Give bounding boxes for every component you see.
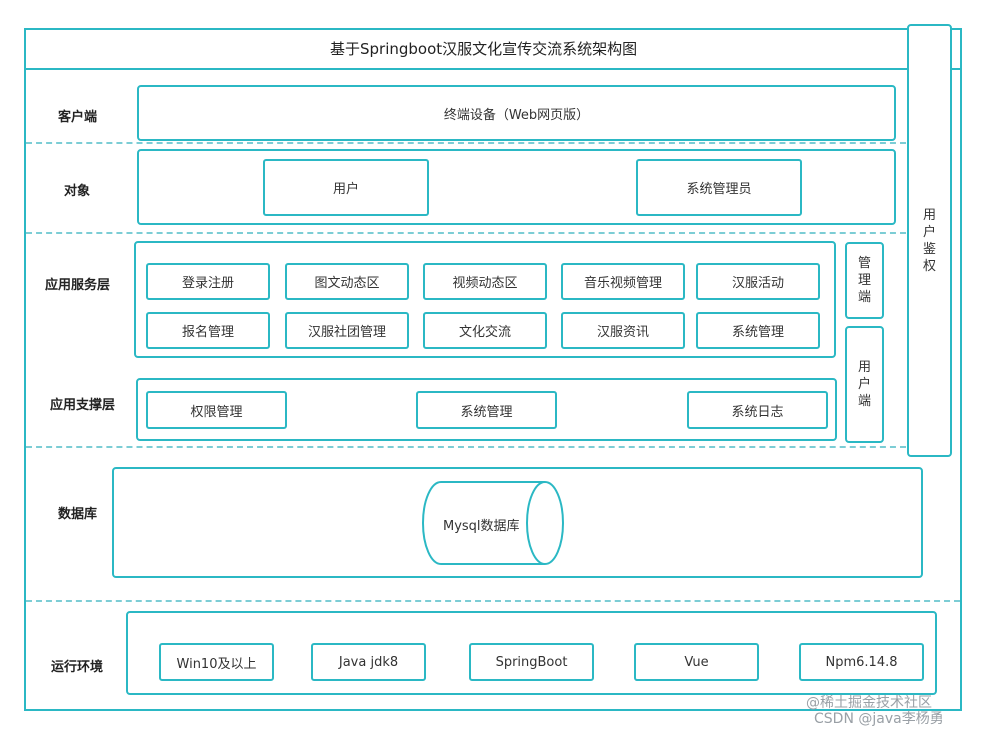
service-item: 汉服资讯 <box>561 312 685 349</box>
client-device-box: 终端设备（Web网页版） <box>137 85 896 141</box>
service-item: 登录注册 <box>146 263 270 300</box>
service-item: 报名管理 <box>146 312 270 349</box>
user-end-char: 端 <box>857 394 871 409</box>
object-admin: 系统管理员 <box>636 159 802 216</box>
service-item: 音乐视频管理 <box>561 263 685 300</box>
env-item: Vue <box>634 643 759 681</box>
auth-char: 用 <box>922 207 936 223</box>
service-item: 文化交流 <box>423 312 547 349</box>
auth-char: 户 <box>922 224 936 240</box>
service-item: 图文动态区 <box>285 263 409 300</box>
service-item: 系统管理 <box>696 312 820 349</box>
admin-end-box: 管 理 端 <box>845 242 884 319</box>
layer-label-app-service: 应用服务层 <box>45 278 111 293</box>
separator <box>26 142 906 144</box>
title-bar <box>24 28 962 70</box>
user-end-box: 用 户 端 <box>845 326 884 443</box>
watermark-line1: @稀土掘金技术社区 <box>806 695 932 711</box>
layer-label-object: 对象 <box>64 184 91 199</box>
admin-end-char: 管 <box>857 256 871 271</box>
user-end-char: 户 <box>857 377 871 392</box>
database-label: Mysql数据库 <box>443 519 520 534</box>
support-item: 系统管理 <box>416 391 557 429</box>
auth-char: 权 <box>922 258 936 274</box>
separator <box>26 446 906 448</box>
service-item: 汉服社团管理 <box>285 312 409 349</box>
layer-label-runtime: 运行环境 <box>51 660 104 675</box>
watermark-line2: CSDN @java李杨勇 <box>814 711 944 727</box>
layer-label-app-support: 应用支撑层 <box>50 398 116 413</box>
layer-label-database: 数据库 <box>58 507 98 522</box>
env-item: Npm6.14.8 <box>799 643 924 681</box>
service-item: 视频动态区 <box>423 263 547 300</box>
support-item: 系统日志 <box>687 391 828 429</box>
user-end-char: 用 <box>857 360 871 375</box>
admin-end-char: 理 <box>857 273 871 288</box>
user-auth-box: 用 户 鉴 权 <box>907 24 952 457</box>
env-item: Win10及以上 <box>159 643 274 681</box>
diagram-title: 基于Springboot汉服文化宣传交流系统架构图 <box>330 40 638 58</box>
support-item: 权限管理 <box>146 391 287 429</box>
object-user: 用户 <box>263 159 429 216</box>
database-cylinder-icon <box>422 481 564 565</box>
layer-label-client: 客户端 <box>58 110 98 125</box>
env-item: SpringBoot <box>469 643 594 681</box>
separator <box>26 600 960 602</box>
service-item: 汉服活动 <box>696 263 820 300</box>
admin-end-char: 端 <box>857 290 871 305</box>
auth-char: 鉴 <box>922 241 936 257</box>
env-item: Java jdk8 <box>311 643 426 681</box>
separator <box>26 232 906 234</box>
